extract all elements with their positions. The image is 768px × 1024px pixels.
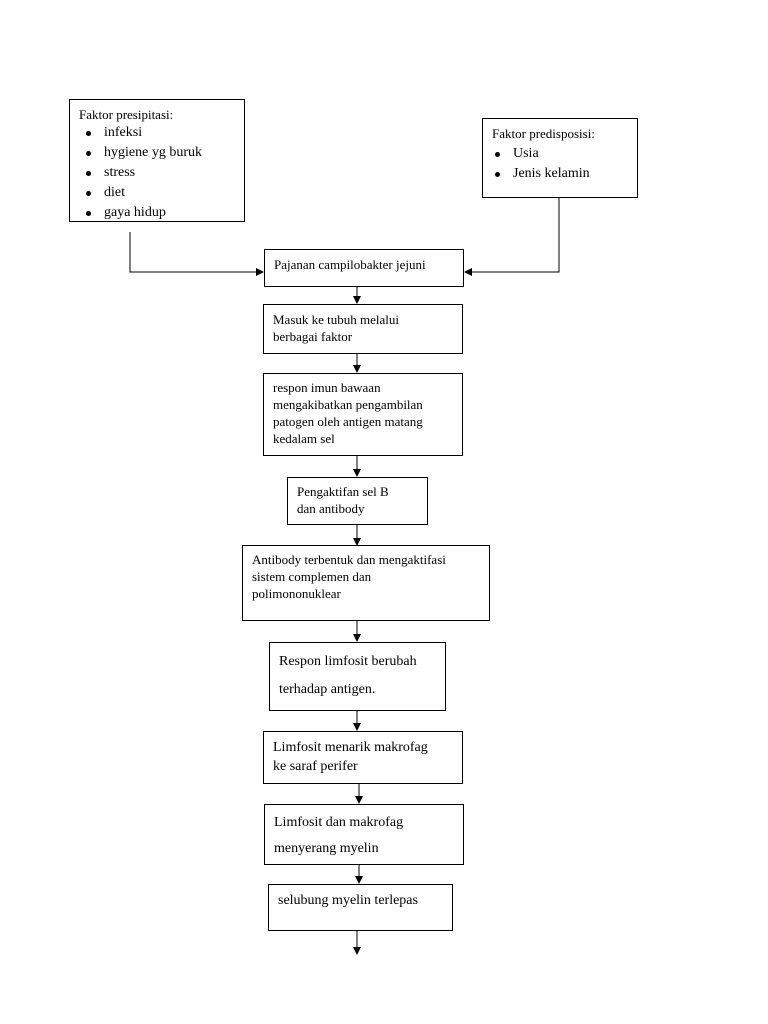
precipitating-connector — [129, 232, 264, 276]
list-item: Jenis kelamin — [489, 164, 590, 184]
list-item: infeksi — [80, 123, 202, 143]
step-text: respon imun bawaan — [273, 380, 381, 395]
step-text: polimononuklear — [252, 586, 341, 601]
step-text: terhadap antigen. — [279, 682, 376, 697]
precipitating-factors-list: infeksi hygiene yg buruk stress diet gay… — [80, 123, 202, 221]
predisposing-factors-title: Faktor predisposisi: — [492, 126, 595, 141]
step-text: Antibody terbentuk dan mengaktifasi — [252, 552, 446, 567]
step-text: Pajanan campilobakter jejuni — [274, 257, 426, 272]
step-text: kedalam sel — [273, 431, 335, 446]
step-entry: Masuk ke tubuh melalui berbagai faktor — [263, 304, 463, 354]
step-text: Respon limfosit berubah — [279, 654, 417, 669]
predisposing-connector — [464, 197, 560, 276]
step-text: Limfosit menarik makrofag — [273, 740, 428, 755]
step-text: Limfosit dan makrofag — [274, 815, 404, 830]
step-myelin-detached: selubung myelin terlepas — [268, 884, 453, 931]
step-text: menyerang myelin — [274, 841, 379, 856]
step-text: Masuk ke tubuh melalui — [273, 312, 400, 327]
step-text: berbagai faktor — [273, 329, 353, 344]
step-text: patogen oleh antigen matang — [273, 414, 423, 429]
step-antibody-formation: Antibody terbentuk dan mengaktifasi sist… — [242, 545, 490, 621]
list-item: gaya hidup — [80, 203, 202, 221]
step-text: sistem complemen dan — [252, 569, 372, 584]
step-text: mengakibatkan pengambilan — [273, 397, 423, 412]
step-innate-response: respon imun bawaan mengakibatkan pengamb… — [263, 373, 463, 456]
list-item: stress — [80, 163, 202, 183]
step-myelin-attack: Limfosit dan makrofag menyerang myelin — [264, 804, 464, 865]
step-b-cell-activation: Pengaktifan sel B dan antibody — [287, 477, 428, 525]
step-text: ke saraf perifer — [273, 759, 358, 774]
step-exposure: Pajanan campilobakter jejuni — [264, 249, 464, 287]
predisposing-factors-list: Usia Jenis kelamin — [489, 144, 590, 184]
step-text: Pengaktifan sel B — [297, 484, 389, 499]
step-macrophage-attraction: Limfosit menarik makrofag ke saraf perif… — [263, 731, 463, 784]
list-item: diet — [80, 183, 202, 203]
list-item: hygiene yg buruk — [80, 143, 202, 163]
predisposing-factors-box: Faktor predisposisi: Usia Jenis kelamin — [482, 118, 638, 198]
step-text: selubung myelin terlepas — [278, 893, 418, 908]
precipitating-factors-title: Faktor presipitasi: — [79, 107, 174, 122]
precipitating-factors-box: Faktor presipitasi: infeksi hygiene yg b… — [69, 99, 245, 222]
step-lymphocyte-response: Respon limfosit berubah terhadap antigen… — [269, 642, 446, 711]
list-item: Usia — [489, 144, 590, 164]
step-text: dan antibody — [297, 501, 365, 516]
